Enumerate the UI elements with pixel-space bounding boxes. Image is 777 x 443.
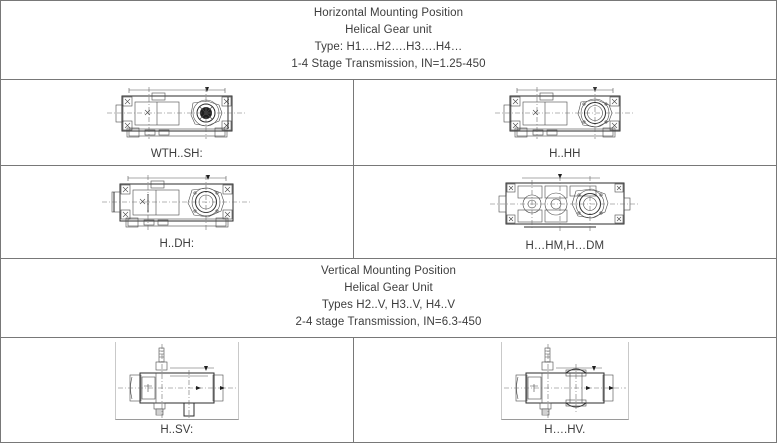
gear-unit-h-sv-icon — [117, 343, 236, 418]
figure-wrap-h-dh — [101, 166, 252, 234]
figure-caption-h-hm-dm: H…HM,H…DM — [525, 240, 605, 252]
gear-unit-h-hv-icon — [503, 343, 626, 418]
figure-caption-h-dh: H..DH: — [159, 238, 195, 250]
figure-caption-h-hh: H..HH — [549, 148, 581, 160]
vertical-header-line-types: Types H2..V, H3..V, H4..V — [321, 299, 456, 311]
figure-wrap-h-hm-dm — [489, 166, 640, 236]
figure-cell-h-hv: H….HV. — [354, 338, 776, 443]
vertical-header-line-transmission: 2-4 stage Transmission, IN=6.3-450 — [295, 316, 482, 328]
gear-unit-wth-sh-icon — [106, 87, 247, 139]
horizontal-row-1: WTH..SH: — [1, 80, 776, 166]
figure-cell-h-hh: H..HH — [354, 80, 776, 165]
gear-unit-h-hh-icon — [494, 87, 635, 139]
figure-caption-wth-sh: WTH..SH: — [150, 148, 203, 160]
vertical-section-header: Vertical Mounting Position Helical Gear … — [1, 259, 776, 338]
figure-frame-h-sv — [114, 342, 239, 420]
gear-unit-h-dh-icon — [101, 175, 252, 230]
vertical-header-line-product: Helical Gear Unit — [344, 282, 433, 294]
horizontal-row-2: H..DH: — [1, 166, 776, 259]
figure-cell-h-dh: H..DH: — [1, 166, 354, 258]
figure-caption-h-hv: H….HV. — [544, 424, 586, 436]
figure-frame-h-hv — [500, 342, 629, 420]
header-line-product: Helical Gear unit — [345, 24, 432, 36]
horizontal-section-header: Horizontal Mounting Position Helical Gea… — [1, 1, 776, 80]
figure-cell-h-sv: H..SV: — [1, 338, 354, 443]
figure-wrap-wth-sh — [106, 80, 247, 143]
gear-unit-h-hm-h-dm-icon — [489, 174, 640, 232]
figure-caption-h-sv: H..SV: — [160, 424, 194, 436]
vertical-header-line-title: Vertical Mounting Position — [321, 265, 456, 277]
header-line-transmission: 1-4 Stage Transmission, IN=1.25-450 — [291, 58, 486, 70]
header-line-type: Type: H1….H2….H3….H4… — [314, 41, 463, 53]
figure-wrap-h-sv — [114, 338, 239, 420]
figure-wrap-h-hh — [494, 80, 635, 143]
vertical-row-1: H..SV: — [1, 338, 776, 443]
figure-cell-wth-sh: WTH..SH: — [1, 80, 354, 165]
figure-wrap-h-hv — [500, 338, 629, 420]
header-line-title: Horizontal Mounting Position — [313, 7, 464, 19]
figure-cell-h-hm-dm: H…HM,H…DM — [354, 166, 776, 258]
